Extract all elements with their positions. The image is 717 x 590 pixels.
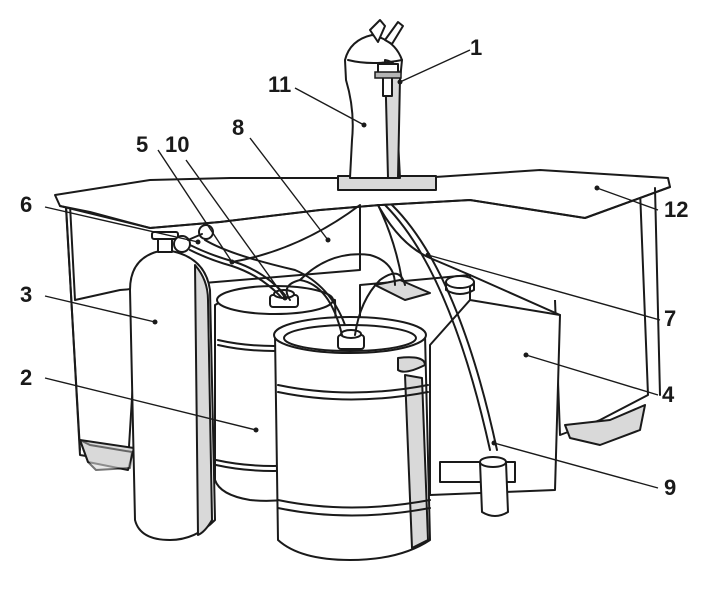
callout-1: 1 xyxy=(470,35,482,60)
keg-front xyxy=(273,316,431,561)
beer-tower xyxy=(337,19,437,191)
callout-5: 5 xyxy=(136,132,148,157)
callout-9: 9 xyxy=(664,475,676,500)
callout-10: 10 xyxy=(165,132,189,157)
leader-7 xyxy=(427,254,661,321)
leader-8 xyxy=(249,137,329,241)
callout-6: 6 xyxy=(20,192,32,217)
callout-8: 8 xyxy=(232,115,244,140)
co2-cylinder xyxy=(129,224,216,541)
leader-6 xyxy=(44,206,199,243)
callout-7: 7 xyxy=(664,306,676,331)
callout-12: 12 xyxy=(664,197,688,222)
leader-9 xyxy=(493,442,659,489)
leader-12 xyxy=(596,187,659,211)
leader-4 xyxy=(525,354,659,396)
leader-1 xyxy=(399,49,471,83)
leader-3 xyxy=(44,295,156,323)
callout-3: 3 xyxy=(20,282,32,307)
callout-2: 2 xyxy=(20,365,32,390)
leader-2 xyxy=(44,377,257,431)
callout-4: 4 xyxy=(662,382,675,407)
leader-5 xyxy=(157,149,233,263)
hoses xyxy=(189,204,498,451)
leader-11 xyxy=(294,87,365,126)
callout-labels: 1 2 3 4 5 6 7 8 9 10 11 12 xyxy=(20,35,688,500)
tube-holder xyxy=(479,456,509,517)
leader-lines xyxy=(44,49,661,489)
callout-11: 11 xyxy=(268,72,291,97)
leader-10 xyxy=(185,159,286,299)
